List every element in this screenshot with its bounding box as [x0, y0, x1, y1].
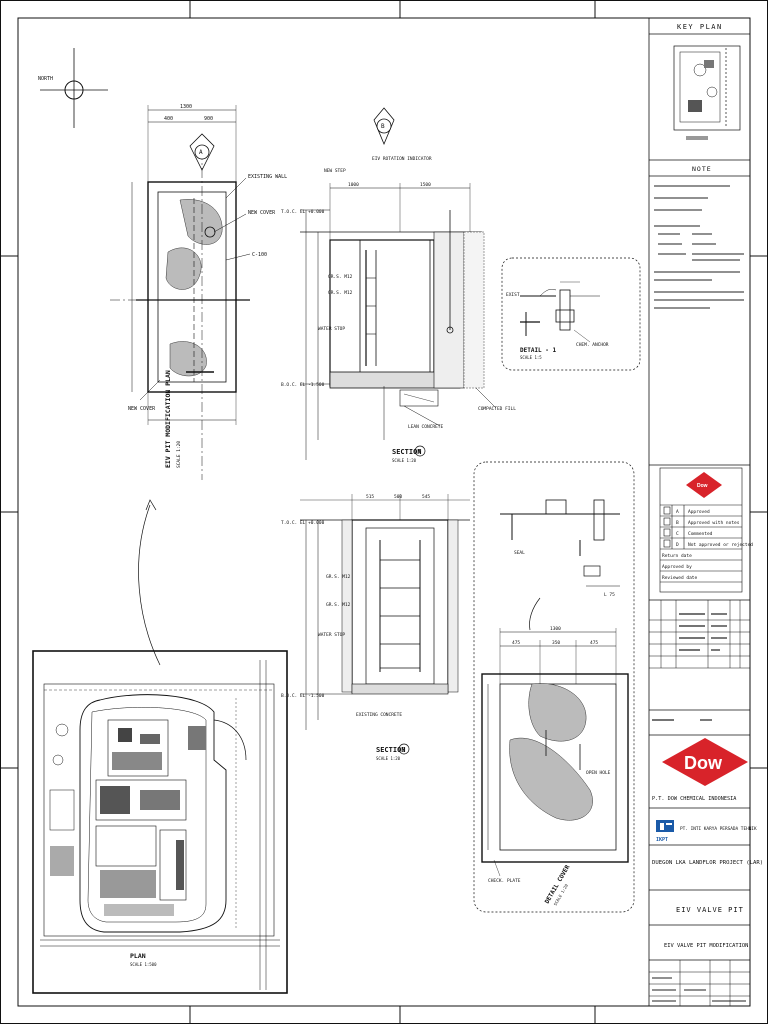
dow-logo-small-icon: Dow — [686, 472, 722, 498]
plan-note: NEW COVER — [248, 210, 276, 216]
section-a-title: SECTION — [392, 448, 422, 456]
plan-note: NEW COVER — [128, 406, 156, 412]
detail-1-view — [501, 257, 641, 371]
detail-note: CHEM. ANCHOR — [576, 342, 609, 348]
contractor-short: IKPT — [656, 837, 668, 843]
elevation-bottom: B.O.C. EL -1.500 — [281, 693, 325, 699]
approval-label: Not approved or rejected — [688, 542, 753, 548]
site-plan-title: PLAN — [130, 952, 146, 960]
detail-note: EXIST — [506, 292, 520, 298]
section-note: GR.S. M12 — [326, 602, 351, 608]
dim-cover: 475 — [590, 640, 598, 646]
north-arrow-icon: NORTH — [38, 48, 108, 128]
detail-note: SEAL — [514, 550, 525, 556]
approval-code: D — [676, 542, 679, 548]
dim-section-b: 515 — [366, 494, 374, 500]
site-plan-scale: SCALE 1:500 — [130, 962, 157, 967]
company-name: P.T. DOW CHEMICAL INDONESIA — [652, 796, 737, 802]
dim-cover: 475 — [512, 640, 520, 646]
site-plan-label: PLAN SCALE 1:500 — [130, 952, 157, 967]
section-a-letter: A — [418, 449, 422, 456]
elevation-top: T.O.C. EL +0.000 — [281, 209, 325, 215]
section-note: WATER STOP — [318, 326, 345, 332]
pit-plan-view — [110, 105, 251, 480]
section-note: LEAN CONCRETE — [408, 424, 444, 430]
detail-1-scale: SCALE 1:5 — [520, 355, 542, 360]
drawing-number-table — [649, 960, 750, 1006]
notes-list — [654, 185, 744, 309]
svg-text:Dow: Dow — [697, 483, 708, 489]
svg-text:Dow: Dow — [684, 753, 723, 773]
drawing-title: EIV VALVE PIT — [676, 906, 744, 914]
approval-footer: Reviewed date — [662, 575, 698, 581]
approval-label: Approved — [688, 509, 710, 515]
detail-note: L 75 — [604, 592, 615, 598]
plan-note: EXISTING WALL — [248, 174, 287, 180]
revision-entries — [652, 613, 727, 721]
detail-note: CHECK. PLATE — [488, 878, 521, 884]
section-note: COMPACTED FILL — [478, 406, 516, 412]
cover-detail-view — [473, 461, 635, 913]
section-b-title: SECTION — [376, 746, 406, 754]
dim-plan-width: 1300 — [180, 104, 192, 110]
section-note: WATER STOP — [318, 632, 345, 638]
section-a-view — [300, 107, 497, 460]
section-note: EXISTING CONCRETE — [356, 712, 402, 718]
approval-table — [659, 467, 743, 593]
approval-label: Approved with notes — [688, 520, 740, 526]
section-a-bubble: A — [199, 149, 203, 156]
ikpt-logo-icon — [656, 820, 674, 832]
section-b-scale: SCALE 1:20 — [376, 756, 401, 761]
dim-cover-total: 1300 — [550, 626, 561, 632]
dim-cover: 350 — [552, 640, 560, 646]
plan-view-scale: SCALE 1:20 — [176, 441, 182, 468]
section-b-view — [300, 494, 470, 730]
detail-1-title: DETAIL - 1 — [520, 347, 557, 354]
reference-arrow — [138, 504, 161, 666]
key-plan-title: KEY PLAN — [677, 23, 723, 31]
elevation-bottom: B.O.C. EL -1.500 — [281, 382, 325, 388]
section-b-letter: B — [402, 747, 406, 754]
section-note: GR.S. M12 — [328, 274, 353, 280]
approval-code: A — [676, 509, 679, 515]
dim-section-b: 500 — [394, 494, 402, 500]
section-note: EIV ROTATION INDICATOR — [372, 156, 432, 162]
note-title: NOTE — [692, 165, 712, 173]
key-plan-thumbnail — [673, 45, 741, 140]
dim-section-b: 545 — [422, 494, 430, 500]
site-plan-view — [32, 650, 288, 994]
section-b-label: SECTION B SCALE 1:20 — [376, 743, 410, 761]
plan-view-title: EIV PIT MODIFICATION PLAN — [164, 370, 172, 468]
detail-note: OPEN HOLE — [586, 770, 611, 776]
dim-section-a: 1000 — [348, 182, 359, 188]
dim-plan-sub: 900 — [204, 116, 213, 122]
drawing-subtitle: EIV VALVE PIT MODIFICATION — [664, 943, 748, 949]
approval-footer: Approved by — [662, 564, 692, 570]
section-note: NEW STEP — [324, 168, 346, 174]
section-b-bubble: B — [381, 123, 385, 130]
approval-label: Commented — [688, 531, 713, 537]
approval-code: C — [676, 531, 679, 537]
section-note: GR.S. M12 — [326, 574, 351, 580]
approval-footer: Return date — [662, 553, 692, 559]
dim-plan-sub: 400 — [164, 116, 173, 122]
section-a-scale: SCALE 1:20 — [392, 458, 417, 463]
dow-logo-icon: Dow — [662, 738, 748, 786]
svg-text:NORTH: NORTH — [38, 76, 53, 82]
section-note: GR.S. M12 — [328, 290, 353, 296]
project-name: DUEGON LKA LANDFLOR PROJECT (LAR) — [652, 860, 763, 866]
dim-section-a: 1500 — [420, 182, 431, 188]
title-block — [648, 17, 751, 1007]
elevation-top: T.O.C. EL +0.000 — [281, 520, 325, 526]
contractor-name: PT. INTI KARYA PERSADA TEHNIK — [680, 826, 757, 832]
plan-note: C-100 — [252, 252, 267, 258]
approval-code: B — [676, 520, 679, 526]
section-a-label: SECTION A SCALE 1:20 — [392, 445, 426, 463]
revision-table — [649, 600, 750, 669]
